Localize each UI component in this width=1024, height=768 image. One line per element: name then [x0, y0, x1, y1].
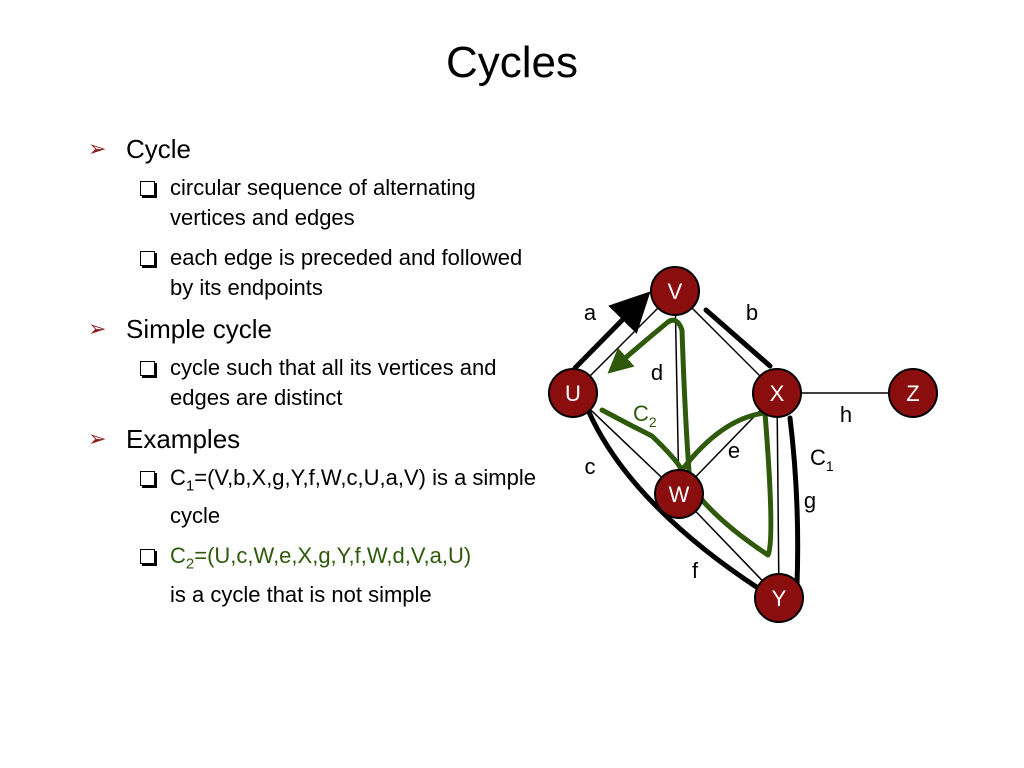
edge-label-b: b — [746, 300, 758, 325]
sub-bullet: cycle such that all its vertices and edg… — [88, 353, 538, 413]
svg-text:U: U — [565, 381, 581, 406]
bullet-label: Cycle — [126, 134, 192, 164]
checkbox-bullet-icon — [140, 471, 155, 486]
arrow-bullet-icon: ➢ — [88, 136, 107, 161]
arrow-bullet-icon: ➢ — [88, 316, 107, 341]
vertex-x: X — [752, 368, 802, 418]
page-title: Cycles — [445, 38, 579, 87]
sub-bullet-text: cycle such that all its vertices and edg… — [170, 355, 497, 410]
arrow-bullet-icon: ➢ — [88, 426, 107, 451]
cycle-c2-path — [599, 317, 774, 558]
example-c2-sequence: C2=(U,c,W,e,X,g,Y,f,W,d,V,a,U) — [170, 543, 472, 573]
bullet-list: ➢ Cycle circular sequence of alternating… — [88, 133, 538, 620]
svg-text:X: X — [770, 381, 785, 406]
edge-g — [776, 392, 780, 599]
svg-text:V: V — [668, 279, 683, 304]
svg-text:W: W — [669, 482, 690, 507]
edge-label-a: a — [584, 300, 597, 325]
edge-label-e: e — [728, 438, 740, 463]
edge-label-f: f — [692, 558, 699, 583]
bullet-cycle: ➢ Cycle — [88, 133, 538, 165]
cycle-label-c2: C2 — [633, 401, 657, 430]
checkbox-bullet-icon — [140, 181, 155, 196]
example-c2: C2=(U,c,W,e,X,g,Y,f,W,d,V,a,U) is a cycl… — [88, 541, 538, 609]
checkbox-bullet-icon — [140, 251, 155, 266]
edge-label-h: h — [840, 402, 852, 427]
edge-label-c: c — [585, 454, 596, 479]
svg-text:Y: Y — [772, 586, 787, 611]
checkbox-bullet-icon — [140, 549, 155, 565]
vertex-y: Y — [754, 573, 804, 623]
bullet-label: Examples — [126, 424, 241, 454]
vertex-v: V — [650, 266, 700, 316]
example-c1-text: C1=(V,b,X,g,Y,f,W,c,U,a,V) is a simple c… — [170, 465, 536, 529]
sub-bullet-text: each edge is preceded and followed by it… — [170, 245, 523, 300]
vertex-w: W — [654, 469, 704, 519]
edge-d — [674, 290, 680, 495]
edge-label-d: d — [651, 360, 663, 385]
vertex-u: U — [548, 368, 598, 418]
checkbox-bullet-icon — [140, 361, 155, 376]
svg-text:Z: Z — [906, 381, 919, 406]
sub-bullet: each edge is preceded and followed by it… — [88, 243, 538, 303]
bullet-simple-cycle: ➢ Simple cycle — [88, 313, 538, 345]
edge-label-g: g — [804, 488, 816, 513]
cycle-label-c1: C1 — [810, 445, 834, 474]
example-c2-tail: is a cycle that is not simple — [170, 581, 432, 607]
bullet-examples: ➢ Examples — [88, 423, 538, 455]
example-c1: C1=(V,b,X,g,Y,f,W,c,U,a,V) is a simple c… — [88, 463, 538, 531]
bullet-label: Simple cycle — [126, 314, 272, 344]
vertex-z: Z — [888, 368, 938, 418]
sub-bullet: circular sequence of alternating vertice… — [88, 173, 538, 233]
cycle-c1-path — [572, 291, 801, 591]
sub-bullet-text: circular sequence of alternating vertice… — [170, 175, 476, 230]
